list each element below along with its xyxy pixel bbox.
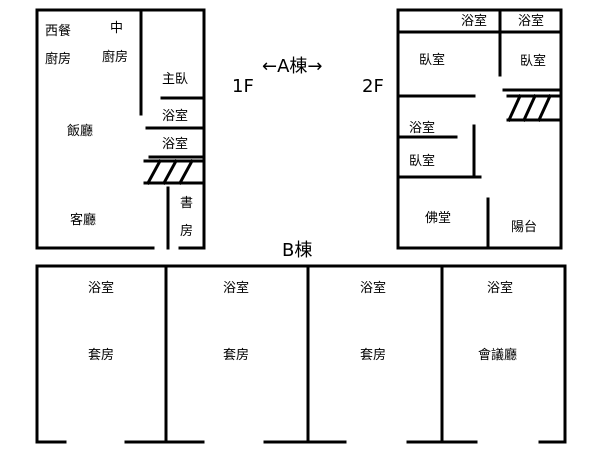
room-label-living-room: 客廳: [70, 212, 96, 228]
room-label-bathroom-1: 浴室: [162, 108, 188, 124]
floor-2-outer-wall: [396, 8, 563, 250]
stairs-floor-1: [143, 158, 204, 186]
building-b-plan: 浴室 套房 浴室 套房 浴室 套房 浴室 會議廳: [35, 264, 567, 444]
room-label-master-bedroom: 主臥: [162, 72, 188, 87]
room-label-bedroom-left: 臥室: [419, 52, 445, 68]
room-label-bathroom-2: 浴室: [162, 136, 188, 152]
room-label-bathroom-top-left: 浴室: [461, 13, 487, 29]
building-a-title: ←A棟→: [262, 56, 322, 77]
unit-1-bath-label: 浴室: [88, 280, 114, 296]
floor-1-label: 1F: [232, 76, 254, 97]
room-label-study-line2: 房: [180, 223, 193, 239]
unit-2-bath-label: 浴室: [223, 280, 249, 296]
unit-3-room-label: 套房: [360, 347, 386, 363]
room-label-buddha-hall: 佛堂: [425, 211, 451, 226]
unit-4-bath-label: 浴室: [487, 280, 513, 296]
unit-2-room-label: 套房: [223, 347, 249, 363]
room-label-west-kitchen-line1: 西餐: [45, 23, 71, 39]
room-label-chinese-kitchen-line1: 中: [110, 21, 123, 36]
unit-4-room-label: 會議廳: [478, 347, 517, 363]
building-b-title: B棟: [282, 240, 312, 261]
room-label-chinese-kitchen-line2: 廚房: [102, 49, 128, 65]
room-label-balcony: 陽台: [511, 220, 537, 235]
room-label-bedroom-small: 臥室: [409, 153, 435, 169]
room-label-bedroom-right: 臥室: [520, 53, 546, 69]
floor-2-plan: 浴室 浴室 臥室 臥室 浴室 臥室 佛堂 陽台: [396, 8, 563, 250]
floor-2-label: 2F: [362, 76, 384, 97]
room-label-dining-room: 飯廳: [67, 123, 93, 139]
room-label-bathroom-top-right: 浴室: [518, 13, 544, 29]
room-label-bathroom-mid: 浴室: [409, 120, 435, 136]
building-b-outer-wall: [35, 264, 567, 444]
stairs-floor-2: [506, 94, 561, 122]
room-label-study-line1: 書: [180, 196, 193, 211]
unit-3-bath-label: 浴室: [360, 280, 386, 296]
floor-1-plan: 西餐 廚房 中 廚房 主臥 浴室 浴室 飯廳 客廳 書 房: [35, 8, 206, 250]
room-label-west-kitchen-line2: 廚房: [45, 51, 71, 67]
floor-1-outer-wall: [35, 8, 206, 250]
unit-1-room-label: 套房: [88, 347, 114, 363]
